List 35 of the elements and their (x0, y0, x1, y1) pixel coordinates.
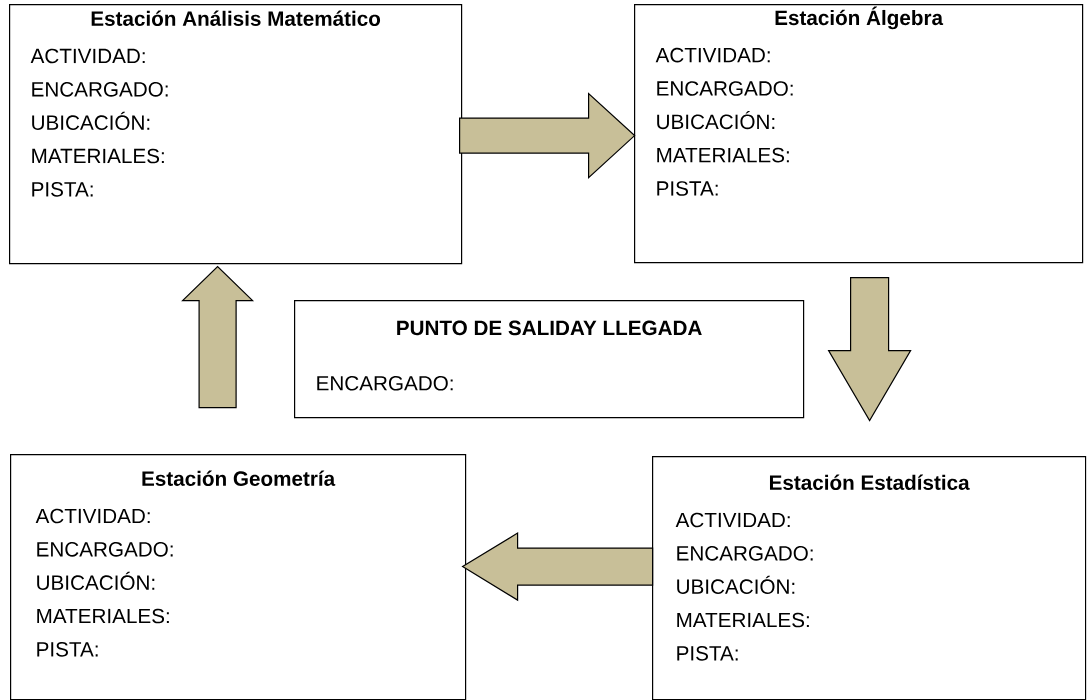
block-arrow (827, 277, 912, 422)
field-label: ACTIVIDAD: (30, 48, 145, 64)
station-box (10, 454, 467, 700)
block-arrow (459, 92, 636, 179)
station-box (634, 4, 1084, 264)
field-label: ENCARGADO: (677, 546, 813, 561)
field-label: ACTIVIDAD: (655, 47, 770, 63)
field-label: PISTA: (32, 182, 93, 197)
station-heading: Estación Estadística (770, 474, 970, 490)
field-label: ENCARGADO: (657, 81, 793, 96)
field-label: ACTIVIDAD: (675, 512, 790, 528)
field-label: UBICACIÓN: (37, 571, 155, 590)
field-label: ENCARGADO: (32, 82, 168, 97)
station-box (294, 300, 805, 419)
field-label: MATERIALES: (37, 608, 169, 624)
station-heading: Estación Análisis Matemático (91, 10, 381, 26)
block-arrow (181, 265, 255, 409)
station-heading: PUNTO DE SALIDAY LLEGADA (397, 320, 702, 336)
field-label: PISTA: (37, 642, 98, 657)
field-label: PISTA: (657, 181, 718, 196)
block-arrow (461, 532, 654, 602)
station-heading: Estación Geometría (142, 470, 336, 486)
field-label: UBICACIÓN: (657, 111, 775, 130)
field-label: MATERIALES: (677, 612, 809, 628)
field-label: ACTIVIDAD: (35, 508, 150, 524)
station-box (9, 4, 463, 265)
field-label: MATERIALES: (657, 147, 789, 163)
field-label: PISTA: (677, 646, 738, 661)
field-label: UBICACIÓN: (677, 575, 795, 594)
field-label: ENCARGADO: (317, 375, 453, 391)
field-label: UBICACIÓN: (32, 111, 150, 130)
station-box (652, 456, 1087, 700)
station-heading: Estación Álgebra (775, 6, 944, 30)
field-label: ENCARGADO: (37, 542, 173, 557)
field-label: MATERIALES: (32, 148, 164, 164)
